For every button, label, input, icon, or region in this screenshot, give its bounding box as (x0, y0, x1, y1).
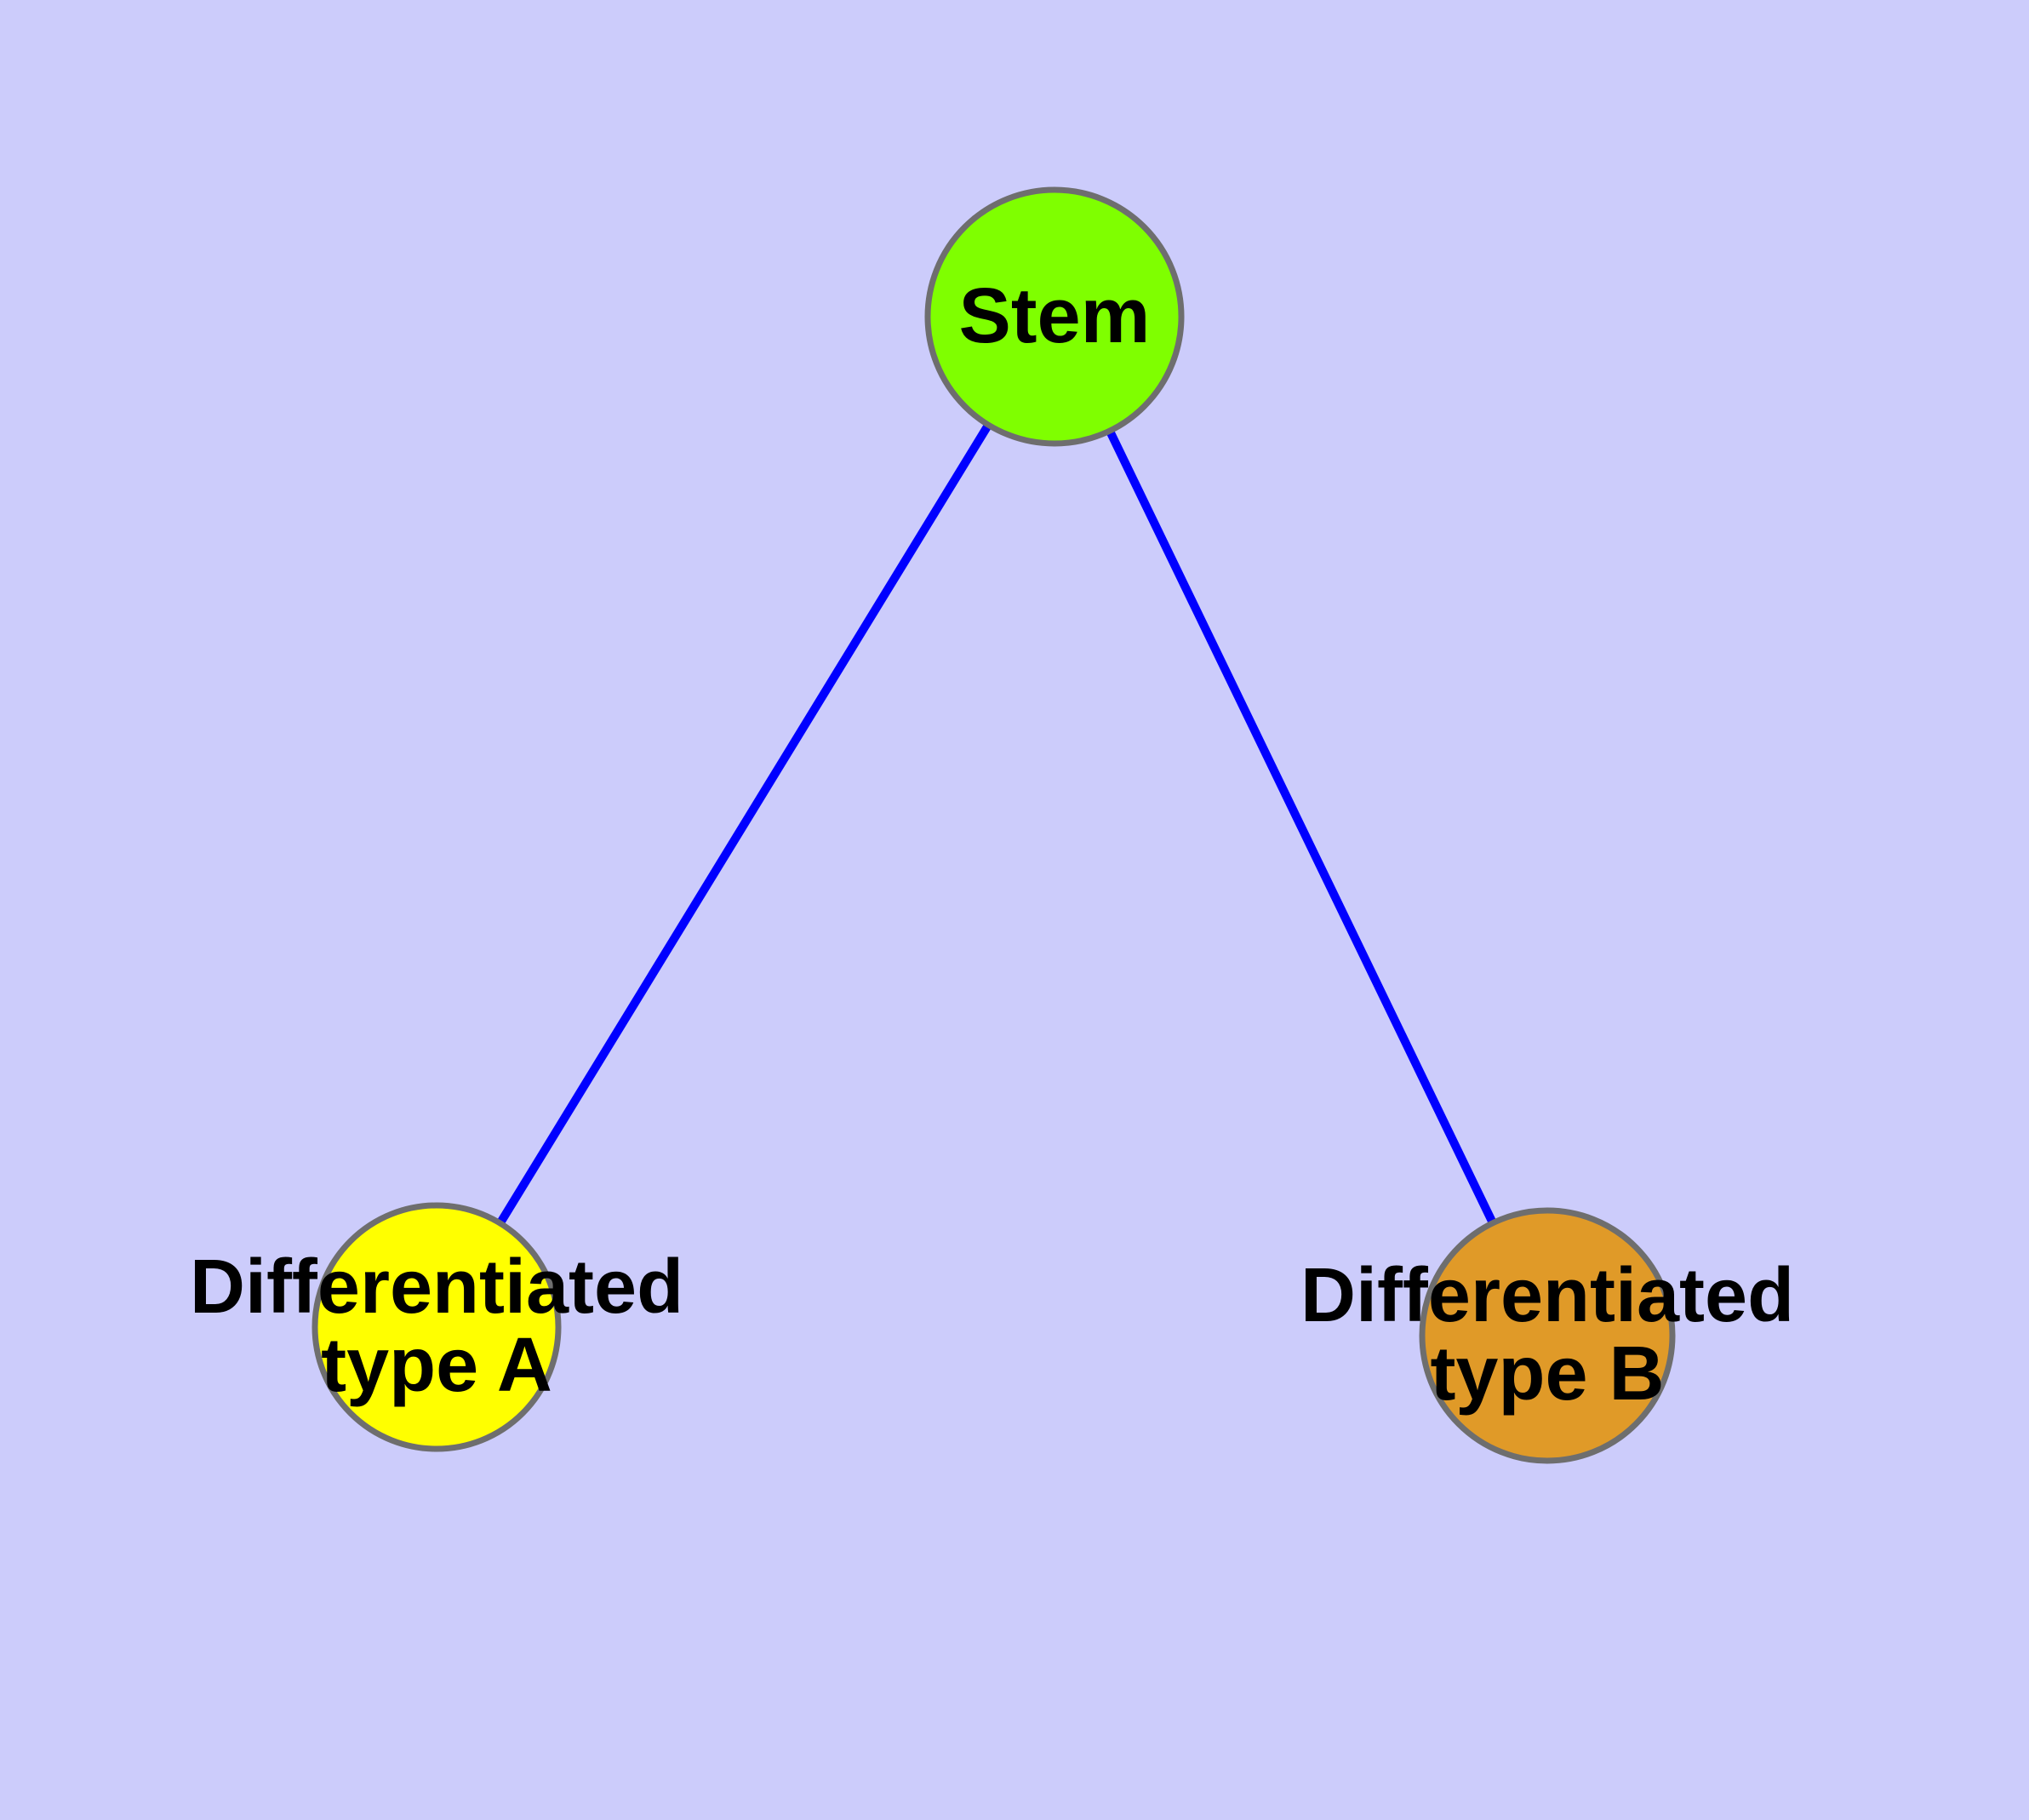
edge-stem-to-diff-a[interactable] (432, 314, 1059, 1330)
edge-stem-to-diff-b[interactable] (1050, 314, 1552, 1338)
edges-group (432, 314, 1552, 1338)
node-circle-stem[interactable] (924, 186, 1185, 447)
node-circle-diff-a[interactable] (311, 1202, 562, 1452)
nodes-group (311, 186, 1676, 1464)
node-circle-diff-b[interactable] (1419, 1207, 1676, 1464)
